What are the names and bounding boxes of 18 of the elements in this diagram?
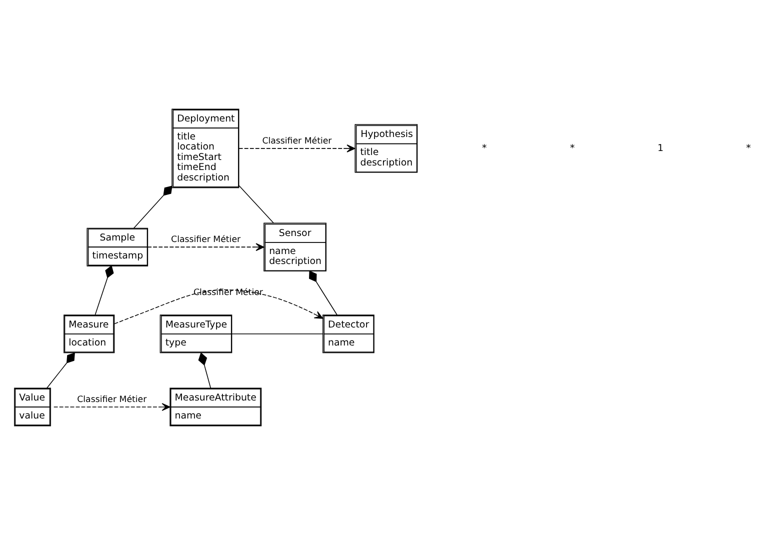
edge-label: Classifier Métier	[193, 288, 263, 298]
label: 1	[657, 142, 664, 154]
arrow	[54, 403, 170, 411]
arrow	[238, 144, 356, 152]
arrow	[114, 289, 324, 324]
connector	[238, 185, 274, 224]
edge-label: Classifier Métier	[77, 395, 147, 406]
label: *	[746, 142, 751, 154]
connector	[46, 352, 75, 388]
edge-label: Classifier Métier	[171, 235, 241, 246]
edge-label: Classifier Métier	[262, 136, 332, 147]
label: *	[482, 142, 487, 154]
connector	[309, 270, 338, 316]
arrow	[147, 243, 264, 251]
connector	[133, 186, 172, 229]
connector	[198, 352, 212, 388]
connector	[94, 265, 114, 316]
label: *	[570, 142, 575, 154]
